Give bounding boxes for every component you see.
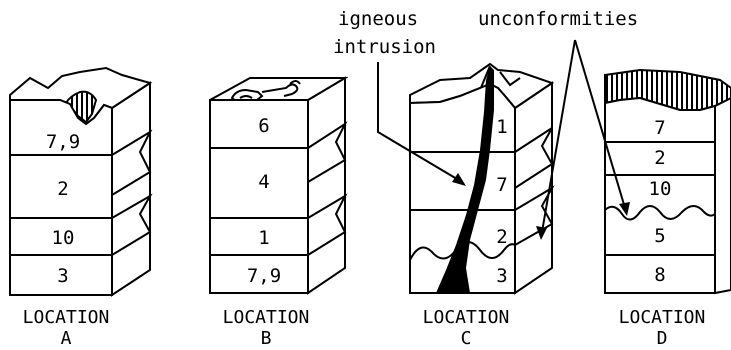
location-caption: LOCATION <box>423 307 510 328</box>
column-location-c: 1 7 2 3 LOCATION C <box>410 64 552 349</box>
layer-label: 10 <box>649 178 672 200</box>
location-letter: A <box>61 328 72 349</box>
layer-label: 7 <box>496 174 507 196</box>
layer-label: 8 <box>654 264 665 286</box>
layer-label: 7 <box>654 117 665 139</box>
layer-label: 3 <box>496 265 507 287</box>
column-location-b: 6 4 1 7,9 LOCATION B <box>210 78 345 349</box>
layer-label: 1 <box>258 227 269 249</box>
location-caption: LOCATION <box>223 307 310 328</box>
layer-label: 7,9 <box>46 131 80 153</box>
layer-label: 1 <box>496 116 507 138</box>
layer-label: 10 <box>52 227 75 249</box>
layer-label: 6 <box>258 115 269 137</box>
intrusion-label: intrusion <box>333 36 436 58</box>
layer-label: 4 <box>258 171 269 193</box>
layer-label: 2 <box>496 226 507 248</box>
location-letter: B <box>261 328 272 349</box>
location-caption: LOCATION <box>619 307 706 328</box>
layer-label: 2 <box>57 178 68 200</box>
igneous-label: igneous <box>338 8 418 30</box>
layer-label: 7,9 <box>247 265 281 287</box>
column-location-a: 7,9 2 10 3 LOCATION A <box>10 68 150 349</box>
layer-label: 5 <box>654 225 665 247</box>
unconformities-label: unconformities <box>478 8 638 30</box>
location-caption: LOCATION <box>23 307 110 328</box>
layer-label: 2 <box>654 147 665 169</box>
location-letter: C <box>461 328 472 349</box>
location-letter: D <box>657 328 668 349</box>
layer-label: 3 <box>57 265 68 287</box>
